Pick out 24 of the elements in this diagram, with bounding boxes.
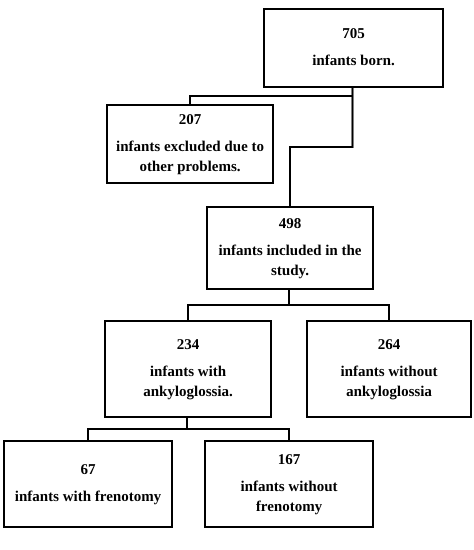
- connector-line: [186, 418, 290, 440]
- description-text: infants without frenotomy: [239, 478, 339, 517]
- flow-box: [3, 440, 173, 528]
- description-text: infants with ankyloglossia.: [142, 363, 234, 402]
- flow-box: [263, 8, 444, 88]
- connector-line: [288, 290, 390, 320]
- connector-line: [289, 88, 354, 206]
- description-text: infants born.: [312, 52, 395, 71]
- description-text: infants included in the study.: [218, 242, 362, 281]
- description-text: infants without ankyloglossia: [339, 363, 439, 402]
- count-text: 67: [80, 460, 96, 480]
- flow-box: [104, 320, 272, 418]
- flow-box: [206, 206, 374, 290]
- flow-box: [106, 104, 274, 184]
- count-text: 207: [178, 110, 202, 130]
- flow-box: [204, 440, 374, 528]
- description-text: infants excluded due to other problems.: [116, 138, 264, 177]
- description-text: infants with frenotomy: [14, 488, 162, 507]
- count-text: 167: [278, 450, 300, 470]
- count-text: 264: [378, 336, 400, 355]
- count-text: 705: [342, 24, 365, 44]
- flow-box: [306, 320, 472, 418]
- count-text: 234: [176, 336, 200, 355]
- count-text: 498: [278, 214, 302, 234]
